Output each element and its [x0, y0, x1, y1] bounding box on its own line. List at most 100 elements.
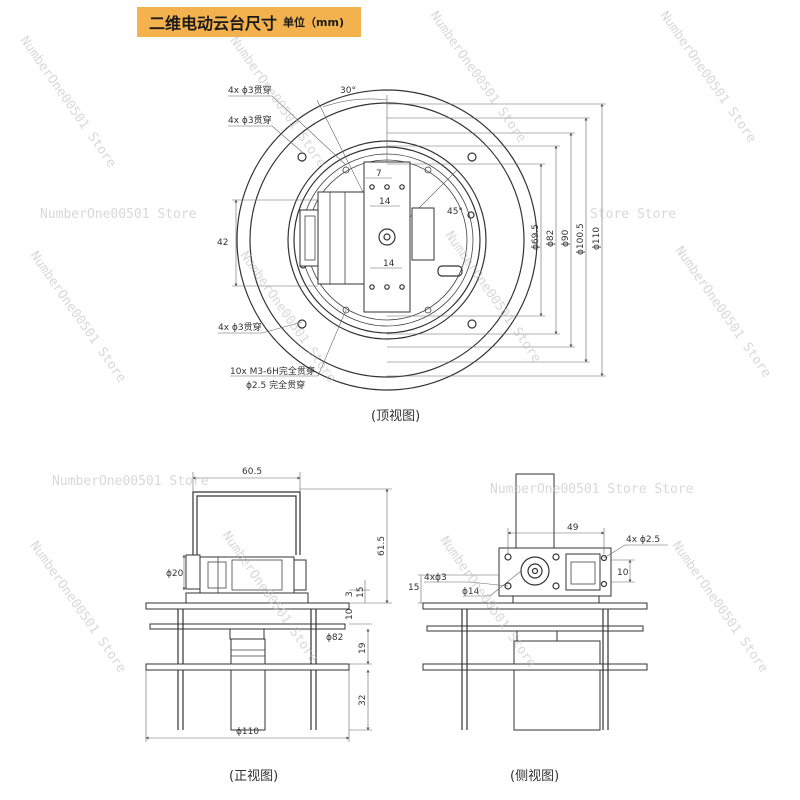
watermark-text: NumberOne00501 Store — [672, 244, 774, 381]
thread-holes-label: 10x M3-6H完全贯穿 — [230, 365, 315, 377]
top-view: 30° 45° 4x ϕ3贯穿 4x ϕ3贯穿 4x ϕ3贯穿 10x M3-6… — [217, 84, 606, 424]
leader-holes-a — [228, 95, 347, 166]
holes-c-label: 4x ϕ3贯穿 — [218, 321, 262, 333]
ring-hole — [467, 211, 475, 219]
top-view-caption: (顶视图) — [371, 409, 420, 424]
lower-servo-top — [513, 640, 601, 665]
dia-110-label: ϕ110 — [592, 227, 602, 250]
u-bracket-inner — [196, 495, 297, 555]
watermark-layer: NumberOne00501 Store Store Store NumberO… — [17, 9, 774, 676]
front-view: 60.5 61.5 ϕ20 3 15 10 ϕ82 19 32 ϕ110 (正视… — [145, 467, 392, 784]
leader-dia-14 — [463, 570, 522, 597]
height-61-5-label: 61.5 — [377, 536, 387, 556]
side-view: 49 4x ϕ2.5 4xϕ3 15 ϕ14 10 (侧视图) — [408, 473, 668, 784]
mount-block — [185, 592, 309, 604]
dim-32-label: 32 — [358, 695, 368, 706]
horn-center — [531, 567, 539, 575]
right-hub — [293, 559, 307, 591]
bracket-hole — [384, 284, 390, 290]
dim-15-label: 15 — [356, 587, 366, 598]
dia-110-label: ϕ110 — [236, 727, 259, 737]
bracket-hole — [399, 184, 405, 190]
dim-42-label: 42 — [217, 238, 228, 248]
dim-3-label: 3 — [345, 591, 355, 597]
holes-25-label: 4x ϕ2.5 — [626, 535, 660, 545]
watermark-text: NumberOne00501 Store — [657, 9, 759, 146]
watermark-text: NumberOne00501 Store — [27, 539, 129, 676]
bracket-hole — [369, 284, 375, 290]
dia-82-label: ϕ82 — [326, 633, 343, 643]
watermark-text: NumberOne00501 Store Store — [490, 482, 694, 497]
holes-3-label: 4xϕ3 — [424, 573, 447, 583]
ring-hole — [297, 152, 307, 162]
title-banner: 二维电动云台尺寸 单位（mm) — [137, 7, 361, 37]
leader-thread — [230, 309, 347, 377]
angle-30-label: 30° — [340, 86, 356, 96]
width-49-label: 49 — [567, 523, 579, 533]
dim-15-label: 15 — [408, 583, 419, 593]
servo-body — [317, 191, 365, 285]
holes-a-label: 4x ϕ3贯穿 — [228, 84, 272, 96]
side-hole — [600, 580, 608, 588]
watermark-text: NumberOne00501 Store — [40, 207, 197, 222]
dia-100-5-label: ϕ100.5 — [576, 223, 586, 255]
leader-holes-3 — [424, 581, 509, 587]
lower-servo-body — [513, 669, 601, 731]
inner-hole — [424, 166, 432, 174]
dim-10-label: 10 — [617, 568, 629, 578]
left-hub — [185, 554, 201, 590]
servo-flange — [411, 207, 435, 261]
side-view-caption: (侧视图) — [510, 769, 559, 784]
servo-window-inner — [570, 561, 596, 585]
dia-14-label: ϕ14 — [462, 587, 480, 597]
u-bracket — [192, 491, 301, 555]
leader-holes-25 — [603, 544, 668, 559]
dia-82-label: ϕ82 — [546, 230, 556, 247]
servo-detail — [231, 559, 283, 591]
head-hole — [552, 582, 560, 590]
through-hole-label: ϕ2.5 完全贯穿 — [246, 379, 305, 391]
inner-hole — [424, 306, 432, 314]
angle-arc-30 — [322, 98, 388, 108]
servo-tab — [299, 209, 319, 267]
mount-block — [512, 595, 600, 604]
front-view-caption: (正视图) — [229, 769, 278, 784]
servo-detail — [207, 561, 227, 589]
bracket-plate — [363, 161, 411, 313]
horn-inner — [527, 563, 543, 579]
front-servo — [199, 556, 295, 594]
center-hub — [378, 228, 396, 246]
bracket-hole — [399, 284, 405, 290]
dia-69-5-label: ϕ69.5 — [531, 224, 541, 250]
side-hole — [600, 554, 608, 562]
bottom-plate — [145, 663, 350, 671]
angle-45-label: 45° — [447, 207, 463, 217]
ring-hole — [467, 319, 477, 329]
ring-hole — [467, 152, 477, 162]
slot — [437, 265, 463, 277]
watermark-text: NumberOne00501 Store — [669, 539, 771, 676]
bearing-plate — [426, 625, 644, 632]
watermark-text: NumberOne00501 Store — [427, 9, 529, 146]
dim-14-top-label: 14 — [379, 197, 391, 207]
dim-19-label: 19 — [358, 642, 368, 654]
watermark-text: NumberOne00501 Store — [52, 474, 209, 489]
dia-90-label: ϕ90 — [561, 229, 571, 247]
width-60-5-label: 60.5 — [242, 467, 262, 477]
watermark-text: Store Store — [590, 207, 676, 222]
watermark-text: NumberOne00501 Store — [27, 249, 129, 386]
head-hole — [504, 582, 512, 590]
dim-7-label: 7 — [376, 169, 382, 179]
inner-hole — [342, 306, 350, 314]
horn — [229, 628, 265, 640]
watermark-text: NumberOne00501 Store — [442, 229, 544, 366]
column — [515, 473, 555, 551]
leader-holes-c — [218, 321, 303, 334]
watermark-text: NumberOne00501 Store — [17, 34, 119, 171]
title-text: 二维电动云台尺寸 — [149, 14, 278, 33]
lower-servo-body — [230, 669, 266, 731]
holes-b-label: 4x ϕ3贯穿 — [228, 114, 272, 126]
leader-holes-b — [228, 125, 303, 153]
dia-20-label: ϕ20 — [166, 569, 184, 579]
